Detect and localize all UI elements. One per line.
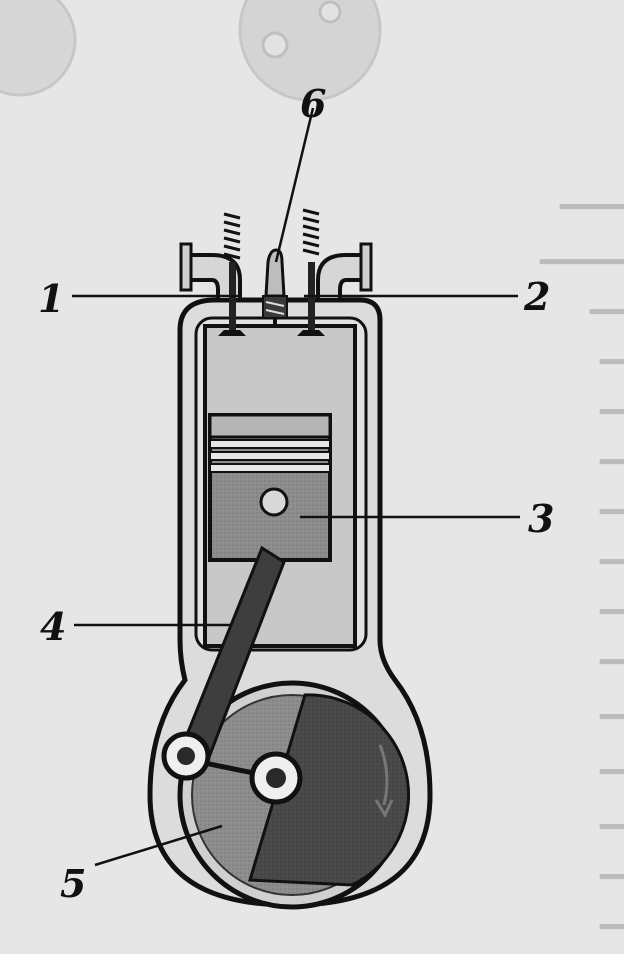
leader-line-5: [94, 824, 223, 867]
spark-plug: [262, 248, 288, 328]
connecting-rod: [161, 545, 303, 805]
callout-crankshaft: 5: [60, 861, 87, 906]
background-figures: [0, 0, 382, 102]
callout-spark-plug: 6: [300, 81, 327, 126]
callout-exhaust-valve: 2: [524, 274, 551, 319]
intake-port: [179, 242, 242, 302]
intake-valve: [218, 212, 246, 336]
callout-piston: 3: [528, 496, 555, 541]
callout-intake-valve: 1: [38, 276, 65, 321]
piston: [208, 413, 332, 562]
leader-lines: [72, 107, 520, 867]
callout-connecting-rod: 4: [40, 604, 67, 649]
exhaust-port: [316, 242, 373, 302]
exhaust-valve: [297, 208, 325, 336]
leader-line-6: [274, 107, 315, 263]
